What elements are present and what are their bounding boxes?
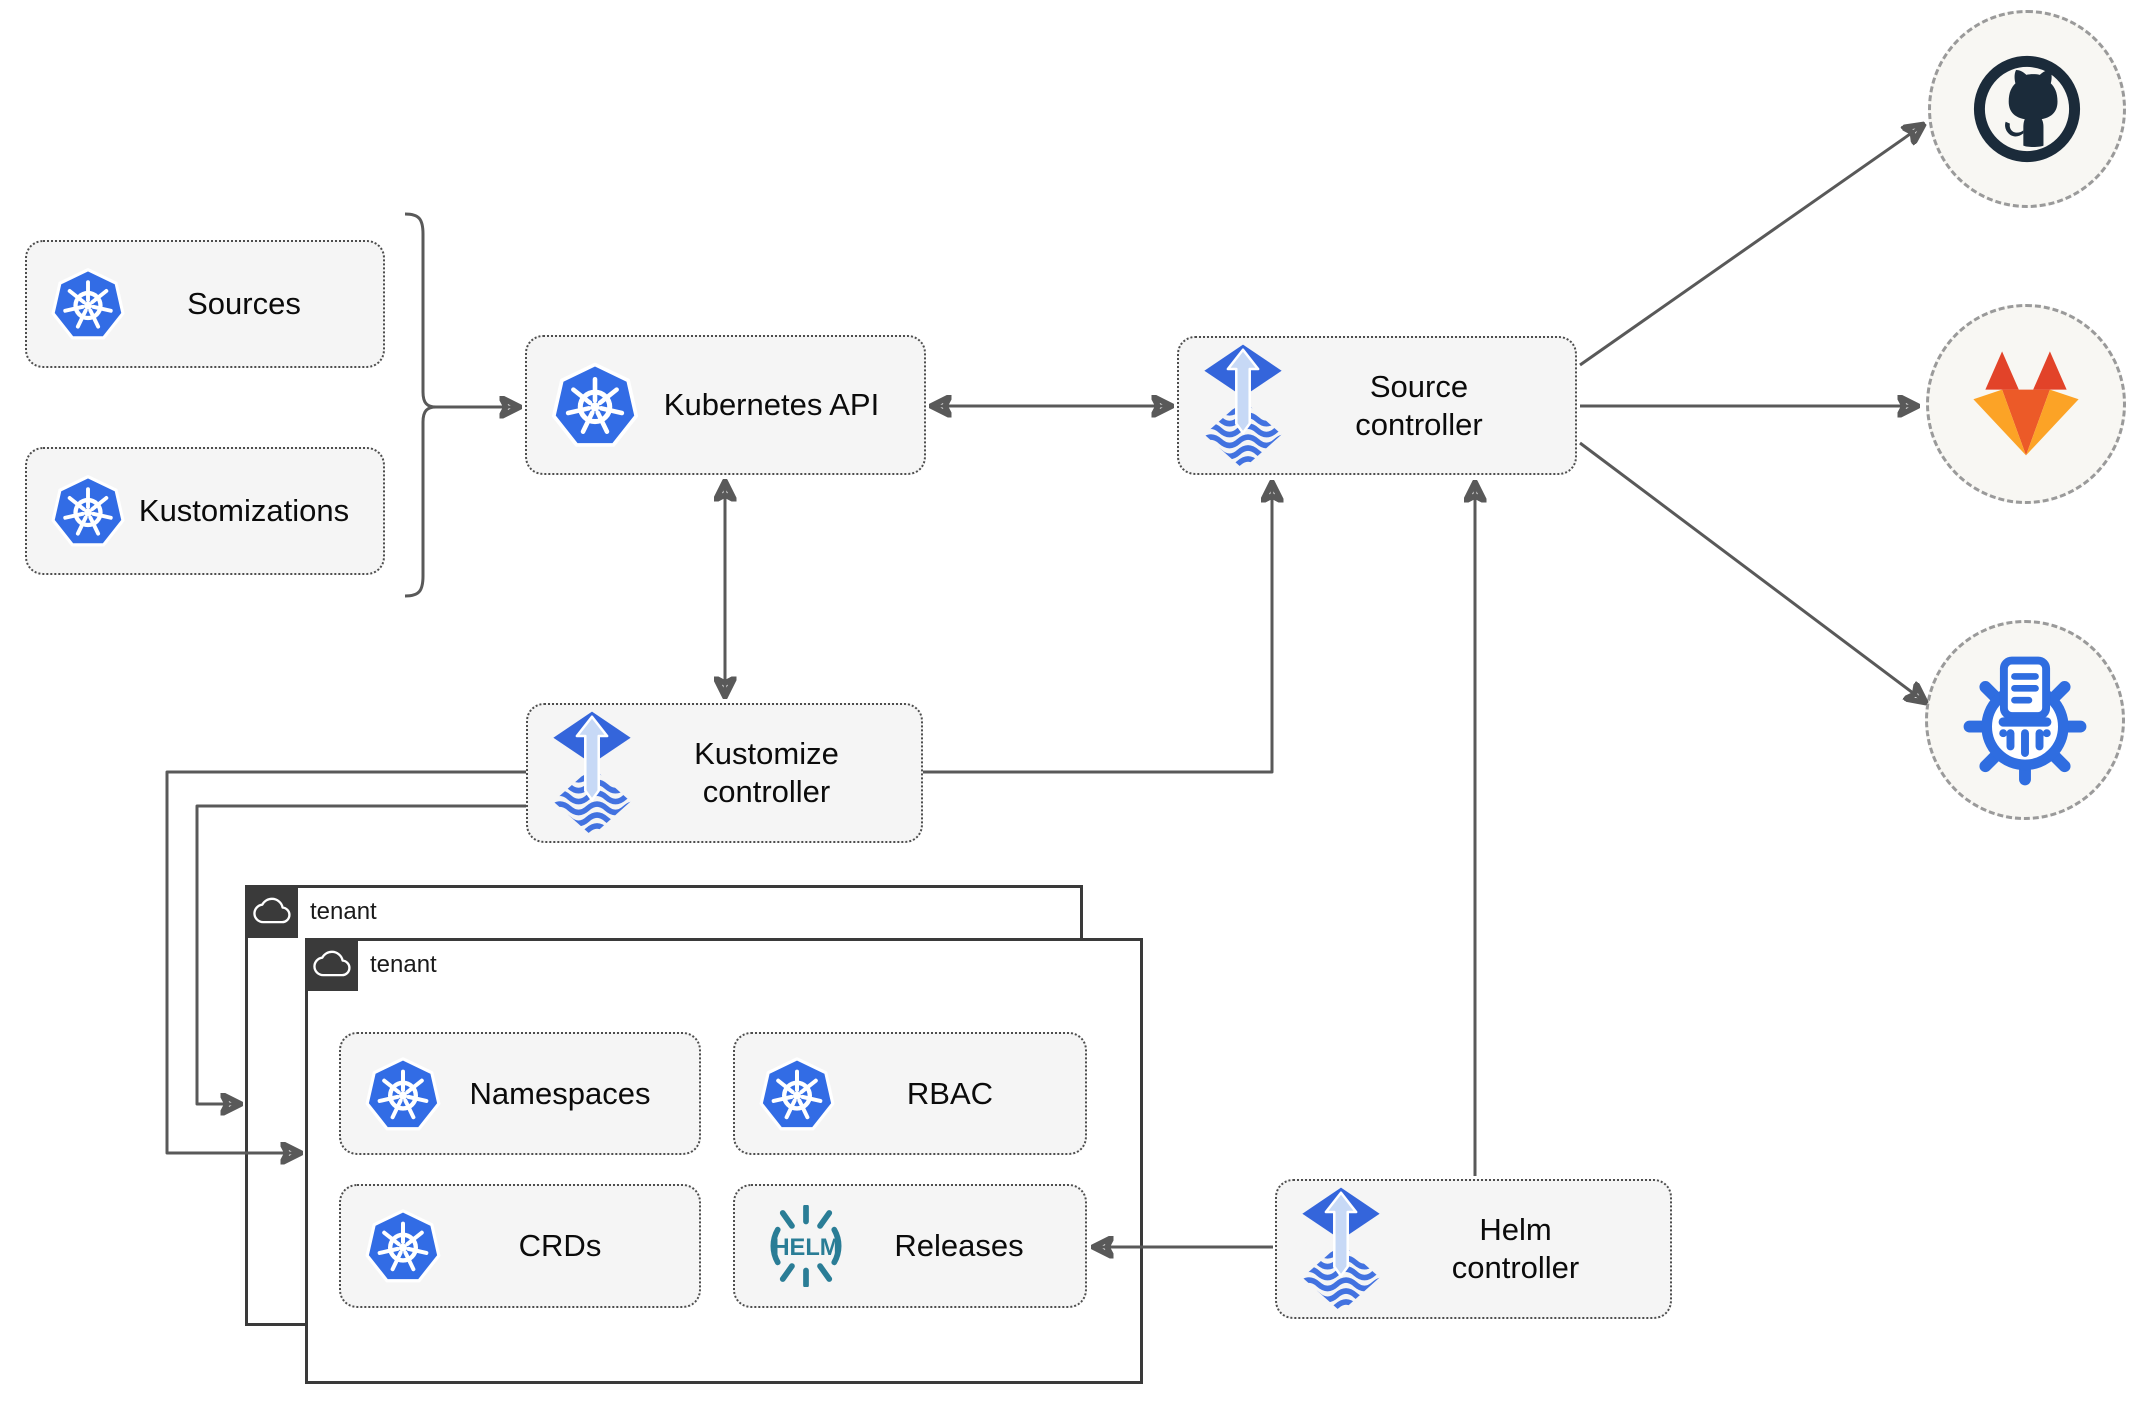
node-label: CRDs [518, 1228, 602, 1264]
node-label: Namespaces [469, 1075, 651, 1111]
node-source-controller: Source controller [1177, 336, 1577, 475]
node-label: Kubernetes API [663, 387, 880, 423]
node-helm-controller: Helm controller [1275, 1179, 1672, 1319]
node-namespaces: Namespaces [339, 1032, 701, 1155]
edge-source-controller-to-github [1579, 125, 1923, 367]
node-releases: HELM Releases [733, 1184, 1087, 1308]
endpoint-github [1928, 10, 2126, 208]
helm-icon: HELM [757, 1205, 855, 1287]
node-sources: Sources [25, 240, 385, 368]
kubernetes-icon [49, 472, 127, 550]
flux-icon [1299, 1186, 1383, 1312]
tenant-label: tenant [310, 897, 377, 925]
flux-icon [1201, 343, 1285, 469]
node-crds: CRDs [339, 1184, 701, 1308]
edge-source-controller-to-helm-repository [1579, 441, 1925, 702]
node-label: Kustomize controller [694, 736, 839, 809]
endpoint-gitlab [1926, 304, 2126, 504]
endpoint-helm-repository [1925, 620, 2125, 820]
node-kustomizations: Kustomizations [25, 447, 385, 575]
cloud-icon [253, 893, 291, 931]
node-kustomize-controller: Kustomize controller [526, 703, 923, 843]
kubernetes-icon [49, 265, 127, 343]
tenant-tab [245, 885, 298, 938]
helm-wordmark: HELM [772, 1235, 839, 1261]
node-label: Source controller [1355, 368, 1483, 442]
cloud-icon [313, 946, 351, 984]
bracket-sources-kustomizations [404, 212, 438, 598]
tenant-label: tenant [370, 950, 437, 978]
node-rbac: RBAC [733, 1032, 1087, 1155]
node-label: Helm controller [1451, 1212, 1580, 1285]
github-icon [1973, 55, 2081, 163]
kubernetes-icon [363, 1206, 443, 1286]
gitlab-icon [1973, 351, 2079, 456]
node-label: Kustomizations [138, 493, 350, 529]
tenant-group-inner: tenant [305, 938, 1143, 1384]
node-label: Releases [894, 1228, 1024, 1264]
kubernetes-icon [549, 359, 641, 451]
tenant-tab [305, 938, 358, 991]
kubernetes-icon [363, 1054, 443, 1134]
edge-kustomize-controller-to-source-controller [923, 483, 1272, 774]
node-kubernetes-api: Kubernetes API [525, 335, 926, 475]
node-label: Sources [187, 286, 301, 322]
kubernetes-icon [757, 1054, 837, 1134]
flux-icon [550, 710, 634, 836]
node-label: RBAC [906, 1075, 994, 1111]
helm-repository-icon [1963, 656, 2087, 786]
